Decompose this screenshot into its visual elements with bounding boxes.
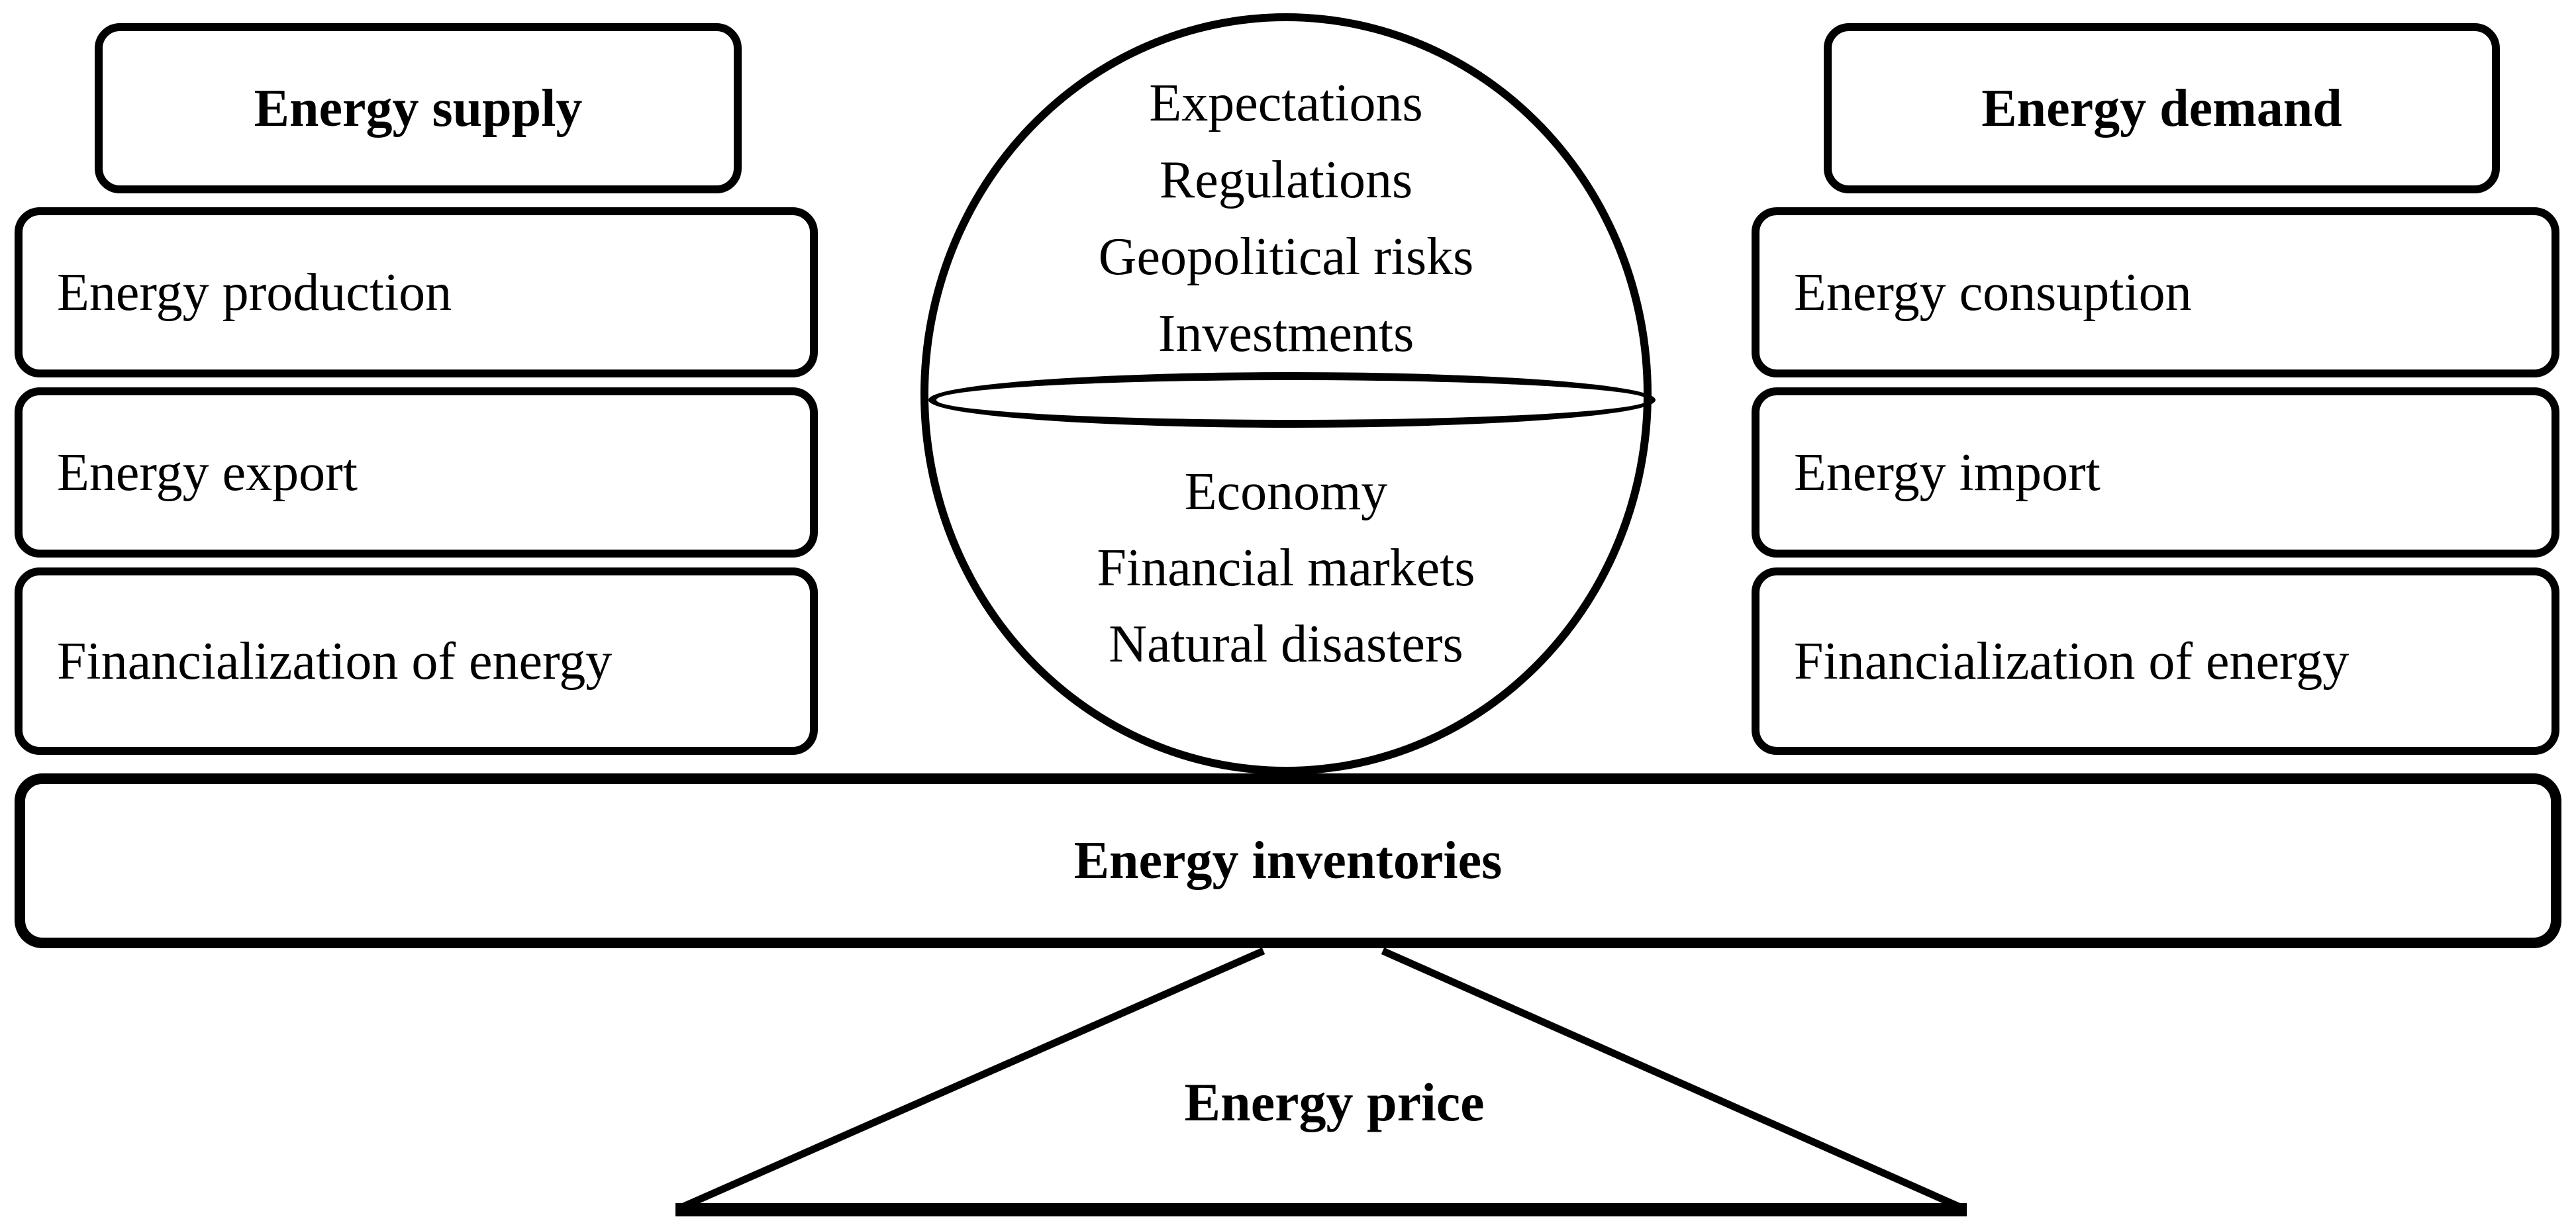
demand-item-label: Energy import [1794, 443, 2101, 502]
demand-item-label: Energy consuption [1794, 263, 2192, 322]
demand-item-box-financialization: Financialization of energy [1752, 567, 2559, 755]
supply-item-label: Energy export [57, 443, 358, 502]
supply-item-label: Financialization of energy [57, 632, 613, 691]
energy-inventories-label: Energy inventories [1073, 832, 1503, 890]
supply-item-box-energy-production: Energy production [15, 207, 818, 377]
supply-item-label: Energy production [57, 263, 452, 322]
energy-supply-header-box: Energy supply [95, 23, 742, 193]
energy-inventories-beam-box: Energy inventories [15, 773, 2561, 948]
demand-item-box-energy-import: Energy import [1752, 387, 2559, 558]
sphere-equator-ellipse [928, 372, 1656, 428]
factor-line-financial-markets: Financial markets [1097, 539, 1475, 597]
factor-line-economy: Economy [1184, 463, 1388, 521]
energy-demand-header-box: Energy demand [1824, 23, 2500, 193]
supply-item-box-energy-export: Energy export [15, 387, 818, 558]
factor-line-geopolitical-risks: Geopolitical risks [1098, 228, 1474, 286]
factor-line-investments: Investments [1158, 305, 1414, 363]
factor-line-natural-disasters: Natural disasters [1109, 615, 1463, 673]
supply-item-box-financialization: Financialization of energy [15, 567, 818, 755]
demand-item-box-energy-consumption: Energy consuption [1752, 207, 2559, 377]
demand-item-label: Financialization of energy [1794, 632, 2350, 691]
energy-demand-header-label: Energy demand [1981, 79, 2342, 138]
factor-line-expectations: Expectations [1149, 74, 1423, 132]
energy-price-label: Energy price [1184, 1072, 1485, 1132]
factor-line-regulations: Regulations [1159, 151, 1413, 209]
energy-supply-header-label: Energy supply [254, 79, 583, 138]
